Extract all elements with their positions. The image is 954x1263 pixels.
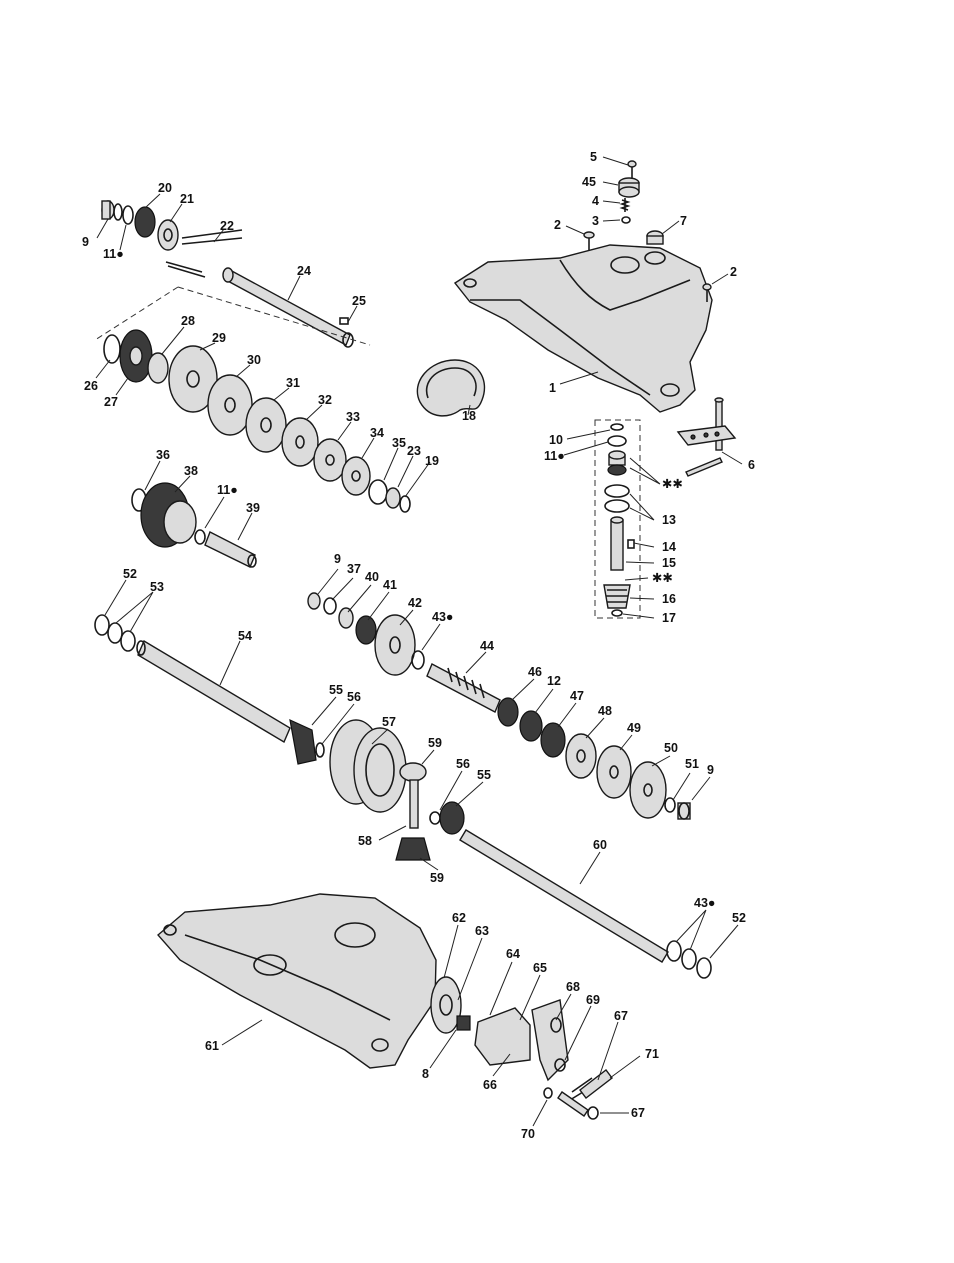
label-67b: 67 [631,1106,645,1120]
label-29: 29 [212,331,226,345]
label-25: 25 [352,294,366,308]
label-5: 5 [590,150,597,164]
label-65: 65 [533,961,547,975]
label-50: 50 [664,741,678,755]
label-16: 16 [662,592,676,606]
label-stars-lower: ✱✱ [652,571,673,585]
lower-case-housing [158,894,436,1068]
label-10: 10 [549,433,563,447]
label-26: 26 [84,379,98,393]
label-35: 35 [392,436,406,450]
label-38: 38 [184,464,198,478]
shift-fork-assembly [678,398,735,476]
label-45: 45 [582,175,596,189]
label-1: 1 [549,381,556,395]
label-13: 13 [662,513,676,527]
axle-left [95,615,324,764]
label-67a: 67 [614,1009,628,1023]
label-37: 37 [347,562,361,576]
label-64: 64 [506,947,520,961]
label-4: 4 [592,194,599,208]
label-48: 48 [598,704,612,718]
label-11-right: 11● [544,449,565,463]
label-62: 62 [452,911,466,925]
label-11-mid: 11● [217,483,238,497]
label-3: 3 [592,214,599,228]
label-21: 21 [180,192,194,206]
label-40: 40 [365,570,379,584]
label-58: 58 [358,834,372,848]
label-24: 24 [297,264,311,278]
label-63: 63 [475,924,489,938]
label-12: 12 [547,674,561,688]
label-2b: 2 [730,265,737,279]
label-7: 7 [680,214,687,228]
label-23: 23 [407,444,421,458]
label-52b: 52 [732,911,746,925]
label-66: 66 [483,1078,497,1092]
label-70: 70 [521,1127,535,1141]
label-9c: 9 [707,763,714,777]
label-33: 33 [346,410,360,424]
label-59a: 59 [428,736,442,750]
label-54: 54 [238,629,252,643]
label-44: 44 [480,639,494,653]
label-56a: 56 [347,690,361,704]
label-41: 41 [383,578,397,592]
differential-assembly [330,720,464,860]
label-51: 51 [685,757,699,771]
label-15: 15 [662,556,676,570]
label-8: 8 [422,1067,429,1081]
label-68: 68 [566,980,580,994]
upper-case-housing [455,245,712,412]
label-42: 42 [408,596,422,610]
label-17: 17 [662,611,676,625]
label-69: 69 [586,993,600,1007]
label-71: 71 [645,1047,659,1061]
label-43-top: 43● [432,610,453,624]
label-43-bottom: 43● [694,896,715,910]
label-9a: 9 [82,235,89,249]
label-59b: 59 [430,871,444,885]
axle-right [460,830,711,978]
label-22: 22 [220,219,234,233]
label-20: 20 [158,181,172,195]
label-18: 18 [462,409,476,423]
label-55a: 55 [329,683,343,697]
label-36: 36 [156,448,170,462]
label-19: 19 [425,454,439,468]
label-27: 27 [104,395,118,409]
label-2a: 2 [554,218,561,232]
label-53: 53 [150,580,164,594]
label-47: 47 [570,689,584,703]
label-6: 6 [748,458,755,472]
label-14: 14 [662,540,676,554]
label-55b: 55 [477,768,491,782]
vertical-shaft-stack [604,424,634,616]
label-34: 34 [370,426,384,440]
label-11-top: 11● [103,247,124,261]
label-9b: 9 [334,552,341,566]
label-57: 57 [382,715,396,729]
label-stars-upper: ✱✱ [662,477,683,491]
label-39: 39 [246,501,260,515]
label-49: 49 [627,721,641,735]
label-56b: 56 [456,757,470,771]
label-52a: 52 [123,567,137,581]
label-61: 61 [205,1039,219,1053]
label-46: 46 [528,665,542,679]
label-30: 30 [247,353,261,367]
label-32: 32 [318,393,332,407]
drive-chain [417,360,484,416]
label-31: 31 [286,376,300,390]
label-28: 28 [181,314,195,328]
label-60: 60 [593,838,607,852]
